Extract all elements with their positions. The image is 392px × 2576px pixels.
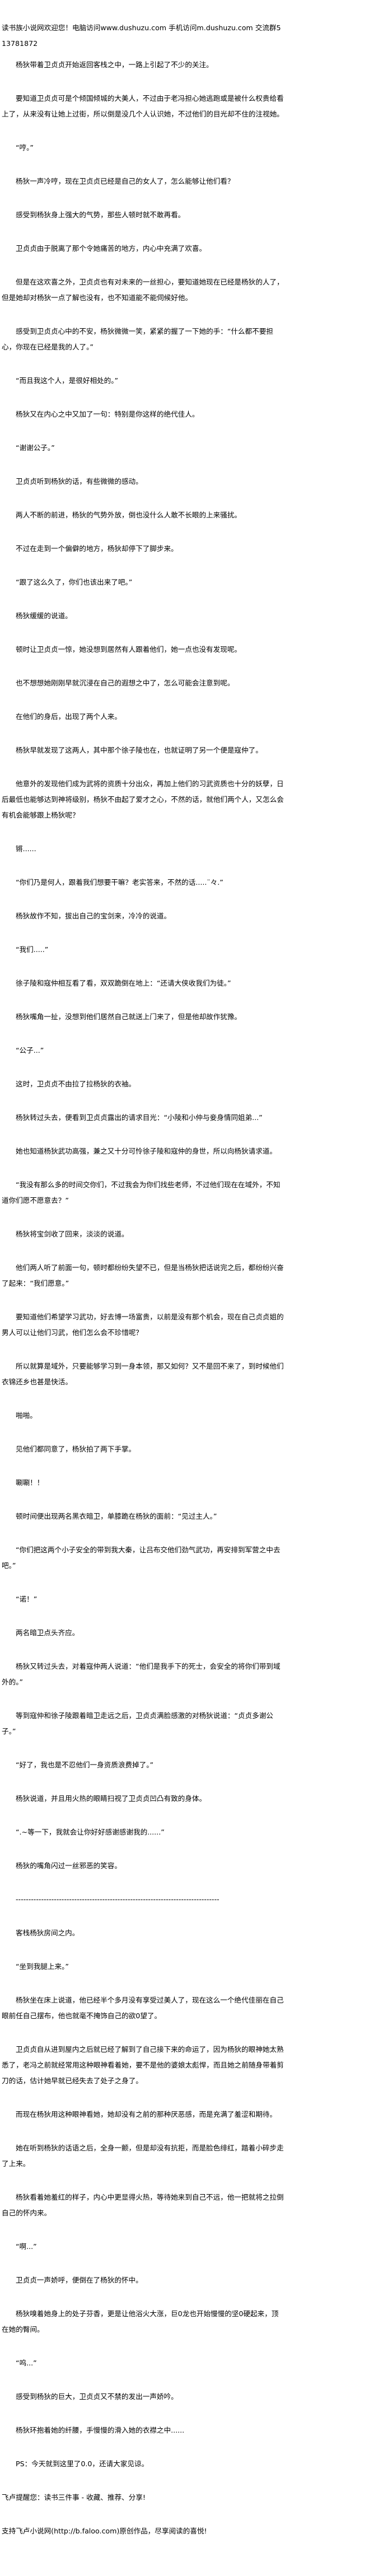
story-paragraph: 卫贞贞自从进到屋内之后就已经了解到了自己接下来的命运了，因为杨狄的眼神她太熟悉了… — [2, 2045, 284, 2085]
story-paragraph: 两名暗卫点头齐应。 — [16, 1628, 80, 1637]
story-paragraph: “好了，我也是不忍他们一身资质浪费掉了。” — [16, 1761, 154, 1769]
story-paragraph: “我没有那么多的时间交你们，不过我会为你们找些老师，不过他们现在在域外，不知道你… — [2, 1180, 281, 1205]
story-paragraph: 但是在这欢喜之外，卫贞贞也有对未来的一丝担心，要知道她现在已经是杨狄的人了，但是… — [2, 278, 284, 302]
story-paragraph: 杨狄环抱着她的纤腰，手慢慢的滑入她的衣襟之中...... — [16, 2426, 185, 2434]
story-paragraph: 杨狄又转过头去，对着寇仲两人说道：“他们是我手下的死士，会安全的将你们带到域外的… — [2, 1662, 281, 1686]
story-paragraph: 要知道他们希望学习武功，好去博一场富贵，以前是没有那个机会，现在自己贞贞姐的男人… — [2, 1313, 284, 1337]
section-separator: ----------------------------------------… — [16, 1895, 220, 1903]
story-paragraph: 杨狄故作不知，拔出自己的宝剑来，冷冷的说道。 — [16, 912, 171, 920]
story-paragraph: 感受到杨狄身上强大的气势，那些人顿时就不敢再看。 — [16, 211, 185, 219]
story-paragraph: “诺！” — [16, 1595, 38, 1603]
story-paragraph: 也不想想她刚刚早就沉浸在自己的遐想之中了，怎么可能会注意到呢。 — [16, 679, 235, 687]
story-paragraph: 杨狄的嘴角闪过一丝邪恶的笑容。 — [16, 1861, 122, 1870]
story-paragraph: “啊...” — [16, 2242, 37, 2251]
story-paragraph: 卫贞贞听到杨狄的话，有些微微的感动。 — [16, 477, 143, 486]
story-paragraph: 杨狄带着卫贞贞开始返回客栈之中，一路上引起了不少的关注。 — [16, 60, 213, 69]
story-paragraph: 两人不断的前进，杨狄的气势外放，倒也没什么人敢不长眼的上来骚扰。 — [16, 511, 241, 519]
story-paragraph: 等到寇仲和徐子陵跟着暗卫走远之后，卫贞贞满脸感激的对杨狄说道：“贞贞多谢公子。” — [2, 1711, 273, 1735]
chapter-body: 杨狄带着卫贞贞开始返回客栈之中，一路上引起了不少的关注。要知道卫贞贞可是个倾国倾… — [2, 57, 285, 2472]
story-paragraph: 杨狄看着她羞红的样子，内心中更显得火热，等待她来到自己不远，他一把就将之拉倒自己… — [2, 2193, 284, 2217]
story-paragraph: 顿时让卫贞贞一惊，她没想到居然有人跟着他们，她一点也没有发现呢。 — [16, 645, 241, 654]
story-paragraph: 杨狄转过头去，便看到卫贞贞露出的请求目光：“小陵和小仲与妾身情同姐弟...” — [16, 1113, 263, 1122]
story-paragraph: 啪啪。 — [16, 1411, 37, 1420]
story-paragraph: 而现在杨狄用这种眼神看她，她却没有之前的那种厌恶感，而是充满了羞涩和期待。 — [16, 2110, 277, 2118]
story-paragraph: “我们.....” — [16, 945, 49, 954]
story-paragraph: 徐子陵和寇仲相互看了看，双双跪倒在地上：“还请大侠收我们为徒。” — [16, 979, 231, 987]
story-paragraph: 要知道卫贞贞可是个倾国倾城的大美人，不过由于老冯担心她逃跑或是被什么权贵给看上了… — [2, 94, 284, 118]
story-paragraph: 杨狄将宝剑收了回来，淡淡的说道。 — [16, 1230, 129, 1238]
story-paragraph: “呜...” — [16, 2359, 37, 2367]
story-paragraph: 杨狄一声冷哼，现在卫贞贞已经是自己的女人了，怎么能够让他们看？ — [16, 177, 235, 185]
story-paragraph: “你们把这两个小子安全的带到我大秦，让吕布交他们劲气武功，再安排到军营之中去吧。… — [2, 1546, 281, 1570]
story-paragraph: 杨狄嘴角一扯，没想到他们居然自己就送上门来了，但是他却故作犹豫。 — [16, 1012, 241, 1021]
story-paragraph: “跟了这么久了，你们也该出来了吧。” — [16, 578, 133, 586]
story-paragraph: 杨狄缓缓的说道。 — [16, 612, 72, 620]
story-paragraph: 她也知道杨狄武功高强，兼之又十分可怜徐子陵和寇仲的身世，所以向杨狄请求道。 — [16, 1147, 277, 1155]
story-paragraph: 杨狄坐在床上说道，他已经半个多月没有享受过美人了，现在这么一个绝代佳丽在自己眼前… — [2, 1996, 284, 2020]
footer-reminder: 飞卢提醒您：读书三件事 - 收藏、推荐、分享! — [2, 2493, 146, 2502]
story-paragraph: 在他们的身后，出现了两个人来。 — [16, 712, 122, 721]
story-paragraph: 不过在走到一个偏僻的地方，杨狄却停下了脚步来。 — [16, 544, 178, 553]
story-paragraph: 所以就算是域外，只要能够学习到一身本领，那又如何？又不是回不来了，到时候他们衣锦… — [2, 1362, 284, 1386]
story-paragraph: 杨狄又在内心之中又加了一句：特别是你这样的绝代佳人。 — [16, 410, 199, 418]
story-paragraph: “公子...” — [16, 1046, 44, 1054]
story-paragraph: “哼。” — [16, 143, 34, 152]
story-paragraph: “而且我这个人，是很好相处的。” — [16, 376, 119, 385]
story-paragraph: 杨狄说道，并且用火热的眼睛扫视了卫贞贞凹凸有致的身体。 — [16, 1794, 207, 1803]
story-paragraph: 唰唰！！ — [16, 1478, 44, 1487]
story-paragraph: 杨狄嗅着她身上的处子芬香，更是让他浴火大涨，巨0龙也开始慢慢的坚0硬起来，顶在她… — [2, 2309, 279, 2334]
chapter-content: 读书族小说网欢迎您！电脑访问www.dushuzu.com 手机访问m.dush… — [2, 24, 285, 2535]
story-paragraph: 感受到卫贞贞心中的不安，杨狄微微一笑，紧紧的握了一下她的手：“什么都不要担心，你… — [2, 327, 273, 351]
story-paragraph: 杨狄早就发现了这两人，其中那个徐子陵也在，也就证明了另一个便是寇仲了。 — [16, 746, 263, 754]
story-paragraph: 她在听到杨狄的话语之后，全身一颤，但是却没有抗拒，而是脸色绯红，踏着小碎步走了上… — [2, 2144, 284, 2168]
story-paragraph: 感受到杨狄的巨大，卫贞贞又不禁的发出一声娇吟。 — [16, 2392, 178, 2401]
story-paragraph: 这时，卫贞贞不由拉了拉杨狄的衣袖。 — [16, 1080, 136, 1088]
story-paragraph: “.~等一下，我就会让你好好感谢感谢我的......” — [16, 1828, 165, 1836]
story-paragraph: “谢谢公子。” — [16, 444, 55, 452]
story-paragraph: 客栈杨狄房间之内。 — [16, 1929, 80, 1937]
story-paragraph: “你们乃是何人，跟着我们想要干嘛？老实答来，不然的话.....¨々.” — [16, 878, 223, 886]
story-paragraph: 顿时间便出现两名黑衣暗卫，单膝跪在杨狄的面前：“见过主人。” — [16, 1512, 217, 1520]
footer-support: 支持飞卢小说网(http://b.faloo.com)原创作品，尽享阅读的喜悦! — [2, 2527, 207, 2535]
story-paragraph: 卫贞贞一声娇呼，便倒在了杨狄的怀中。 — [16, 2276, 143, 2284]
story-paragraph: 他们两人听了前面一句，顿时都纷纷失望不已，但是当杨狄把话说完之后，都纷纷兴奋了起… — [2, 1263, 284, 1287]
story-paragraph: “坐到我腿上来。” — [16, 1962, 69, 1971]
story-paragraph: 卫贞贞由于脱离了那个令她痛苦的地方，内心中充满了欢喜。 — [16, 244, 207, 253]
story-paragraph: 见他们都同意了，杨狄拍了两下手掌。 — [16, 1445, 136, 1453]
story-paragraph: 他意外的发现他们成为武将的资质十分出众，再加上他们的习武资质也十分的妖孽，日后最… — [2, 780, 284, 819]
story-paragraph: 锵...... — [16, 844, 36, 853]
site-welcome-header: 读书族小说网欢迎您！电脑访问www.dushuzu.com 手机访问m.dush… — [2, 24, 281, 48]
story-paragraph: PS：今天就到这里了0.0，还请大家见谅。 — [16, 2460, 149, 2468]
